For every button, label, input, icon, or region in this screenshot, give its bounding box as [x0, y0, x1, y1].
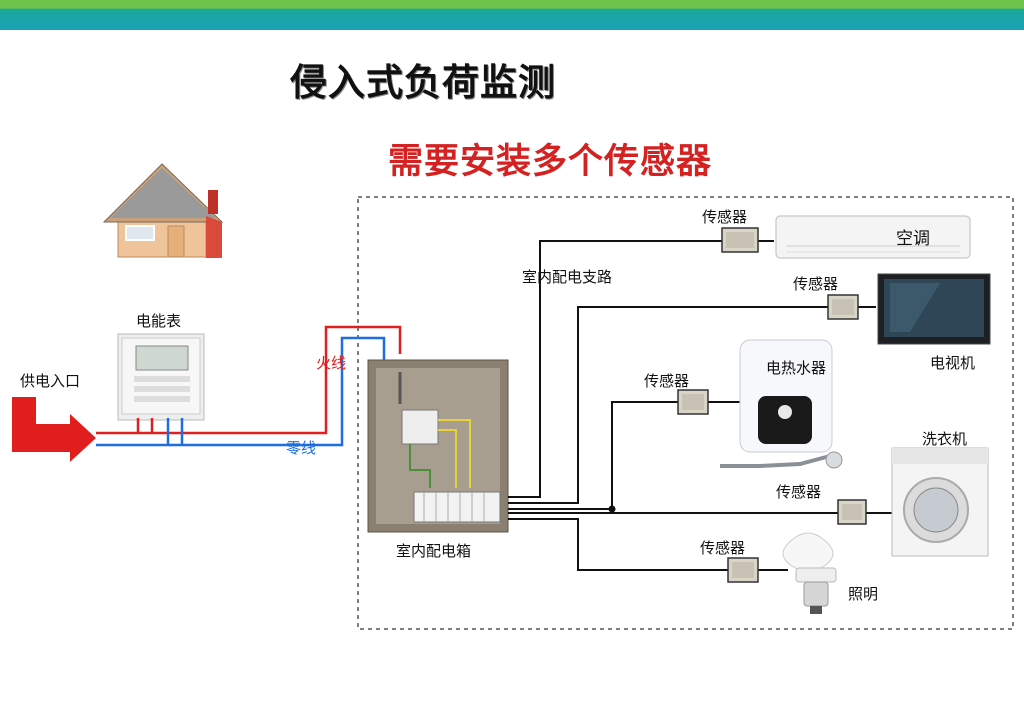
tv-label: 电视机	[930, 354, 976, 372]
supply-arrow-icon	[12, 397, 96, 462]
sensor-icon	[677, 389, 709, 415]
sensor-icon	[727, 557, 759, 583]
live-wire	[96, 325, 402, 435]
water-heater-icon	[720, 339, 843, 469]
light-bulb-icon	[782, 532, 837, 614]
distribution-box-icon	[367, 359, 509, 533]
washing-machine-icon	[891, 447, 989, 557]
branch-label: 室内配电支路	[522, 268, 613, 286]
sensor-label: 传感器	[644, 372, 690, 390]
sensor-icon	[721, 227, 759, 253]
slide-subtitle: 需要安装多个传感器	[388, 142, 713, 182]
sensor-icon	[837, 499, 867, 525]
air-conditioner-icon	[775, 215, 971, 259]
top-banner	[0, 0, 1024, 30]
water-heater-label: 电热水器	[766, 359, 827, 377]
slide-title: 侵入式负荷监测	[290, 61, 556, 104]
live-wire-label: 火线	[316, 354, 347, 372]
sensor-label: 传感器	[776, 483, 822, 501]
tv-icon	[877, 273, 991, 345]
ac-label: 空调	[896, 229, 930, 249]
sensor-label: 传感器	[793, 275, 839, 293]
junction-dot	[608, 505, 616, 513]
supply-inlet-label: 供电入口	[20, 372, 81, 390]
meter-icon	[117, 333, 205, 421]
lighting-label: 照明	[848, 585, 879, 603]
sensor-label: 传感器	[700, 539, 746, 557]
distribution-box-label: 室内配电箱	[396, 542, 472, 560]
meter-label: 电能表	[136, 312, 182, 330]
sensor-icon	[827, 294, 859, 320]
washer-label: 洗衣机	[922, 430, 968, 448]
neutral-wire-label: 零线	[286, 439, 317, 457]
house-icon	[102, 163, 224, 258]
branch-circuits	[508, 240, 892, 571]
neutral-wire	[96, 336, 386, 447]
sensor-label: 传感器	[702, 208, 748, 226]
